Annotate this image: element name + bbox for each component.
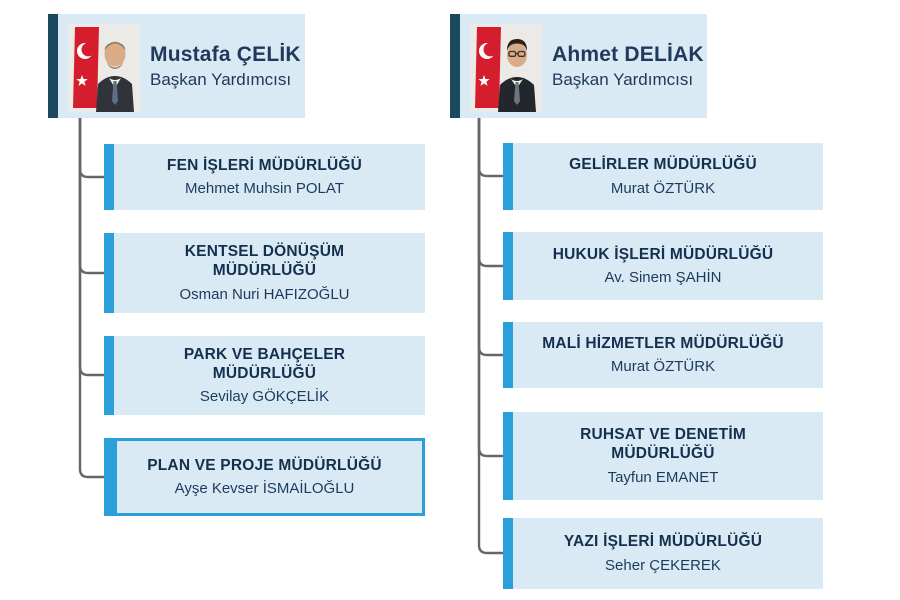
department-card-hukuk-isleri[interactable]: HUKUK İŞLERİ MÜDÜRLÜĞÜ Av. Sinem ŞAHİN bbox=[503, 232, 823, 300]
department-manager: Murat ÖZTÜRK bbox=[610, 358, 716, 376]
department-title: PARK VE BAHÇELER MÜDÜRLÜĞÜ bbox=[183, 345, 346, 382]
portrait-photo-mustafa-celik bbox=[68, 24, 140, 112]
left-accent-bar bbox=[503, 232, 513, 300]
department-manager: Osman Nuri HAFIZOĞLU bbox=[179, 285, 350, 303]
department-card-plan-ve-proje[interactable]: PLAN VE PROJE MÜDÜRLÜĞÜ Ayşe Kevser İSMA… bbox=[104, 438, 425, 516]
department-title: RUHSAT VE DENETİM MÜDÜRLÜĞÜ bbox=[580, 426, 746, 462]
vice-president-card-mustafa-celik[interactable]: Mustafa ÇELİK Başkan Yardımcısı bbox=[48, 14, 305, 118]
left-accent-bar bbox=[503, 518, 513, 589]
department-manager: Sevilay GÖKÇELİK bbox=[199, 388, 330, 406]
header-accent-bar bbox=[48, 14, 58, 118]
department-card-fen-isleri[interactable]: FEN İŞLERİ MÜDÜRLÜĞÜ Mehmet Muhsin POLAT bbox=[104, 144, 425, 210]
department-card-kentsel-donusum[interactable]: KENTSEL DÖNÜŞÜM MÜDÜRLÜĞÜ Osman Nuri HAF… bbox=[104, 233, 425, 313]
person-silhouette bbox=[498, 39, 536, 112]
department-manager: Ayşe Kevser İSMAİLOĞLU bbox=[174, 480, 355, 498]
vp-name: Mustafa ÇELİK bbox=[150, 42, 301, 66]
department-title: HUKUK İŞLERİ MÜDÜRLÜĞÜ bbox=[552, 245, 774, 263]
left-accent-bar bbox=[503, 143, 513, 210]
left-accent-bar bbox=[104, 144, 114, 210]
department-manager: Tayfun EMANET bbox=[607, 468, 719, 486]
department-card-ruhsat-ve-denetim[interactable]: RUHSAT VE DENETİM MÜDÜRLÜĞÜ Tayfun EMANE… bbox=[503, 412, 823, 500]
department-manager: Murat ÖZTÜRK bbox=[610, 179, 716, 197]
department-title: MALİ HİZMETLER MÜDÜRLÜĞÜ bbox=[542, 334, 784, 352]
department-card-park-ve-bahceler[interactable]: PARK VE BAHÇELER MÜDÜRLÜĞÜ Sevilay GÖKÇE… bbox=[104, 336, 425, 415]
vp-title: Başkan Yardımcısı bbox=[150, 69, 292, 89]
department-manager: Seher ÇEKEREK bbox=[605, 556, 721, 574]
department-title: YAZI İŞLERİ MÜDÜRLÜĞÜ bbox=[563, 533, 763, 551]
turkish-flag bbox=[73, 27, 99, 108]
department-manager: Av. Sinem ŞAHİN bbox=[604, 269, 722, 287]
left-accent-bar bbox=[503, 322, 513, 388]
vp-name: Ahmet DELİAK bbox=[552, 42, 704, 66]
left-accent-bar bbox=[107, 441, 117, 513]
turkish-flag bbox=[475, 27, 501, 108]
department-title: PLAN VE PROJE MÜDÜRLÜĞÜ bbox=[147, 456, 382, 474]
department-title: GELİRLER MÜDÜRLÜĞÜ bbox=[569, 156, 757, 174]
header-accent-bar bbox=[450, 14, 460, 118]
department-manager: Mehmet Muhsin POLAT bbox=[185, 180, 344, 198]
person-silhouette bbox=[96, 41, 134, 112]
left-accent-bar bbox=[104, 336, 114, 415]
left-accent-bar bbox=[104, 233, 114, 313]
department-card-mali-hizmetler[interactable]: MALİ HİZMETLER MÜDÜRLÜĞÜ Murat ÖZTÜRK bbox=[503, 322, 823, 388]
vice-president-card-ahmet-deliak[interactable]: Ahmet DELİAK Başkan Yardımcısı bbox=[450, 14, 707, 118]
left-accent-bar bbox=[503, 412, 513, 500]
department-title: FEN İŞLERİ MÜDÜRLÜĞÜ bbox=[166, 156, 363, 174]
department-card-gelirler[interactable]: GELİRLER MÜDÜRLÜĞÜ Murat ÖZTÜRK bbox=[503, 143, 823, 210]
department-title: KENTSEL DÖNÜŞÜM MÜDÜRLÜĞÜ bbox=[184, 243, 345, 279]
department-card-yazi-isleri[interactable]: YAZI İŞLERİ MÜDÜRLÜĞÜ Seher ÇEKEREK bbox=[503, 518, 823, 589]
vp-title: Başkan Yardımcısı bbox=[552, 69, 694, 89]
portrait-photo-ahmet-deliak bbox=[470, 24, 542, 112]
